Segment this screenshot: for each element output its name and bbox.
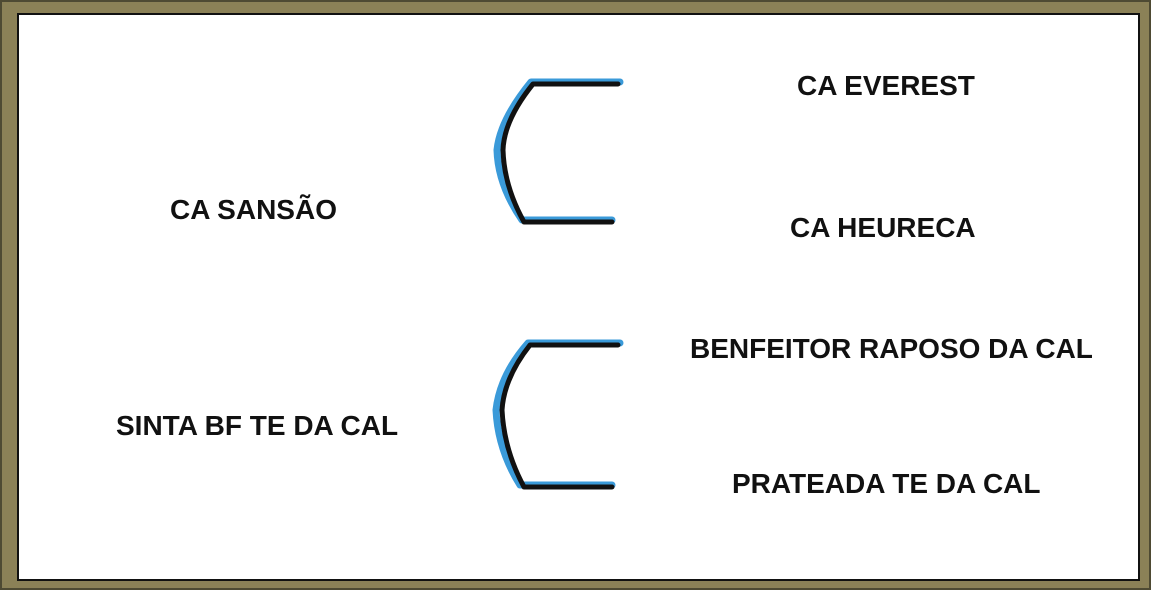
- child-label-ca-heureca: CA HEURECA: [790, 212, 976, 243]
- bracket-group-2: [492, 339, 624, 490]
- parent-label-ca-sansao: CA SANSÃO: [170, 194, 337, 225]
- child-label-prateada-te-da-cal: PRATEADA TE DA CAL: [732, 468, 1041, 499]
- bracket-1-line: [500, 81, 621, 225]
- child-label-ca-everest: CA EVEREST: [797, 70, 975, 101]
- bracket-2-line: [499, 342, 621, 490]
- bracket-2-highlight: [492, 339, 624, 489]
- parent-label-sinta-bf-te-da-cal: SINTA BF TE DA CAL: [116, 410, 399, 441]
- bracket-group-1: [493, 78, 624, 225]
- child-label-benfeitor-raposo-da-cal: BENFEITOR RAPOSO DA CAL: [690, 333, 1093, 364]
- bracket-1-highlight: [493, 78, 624, 224]
